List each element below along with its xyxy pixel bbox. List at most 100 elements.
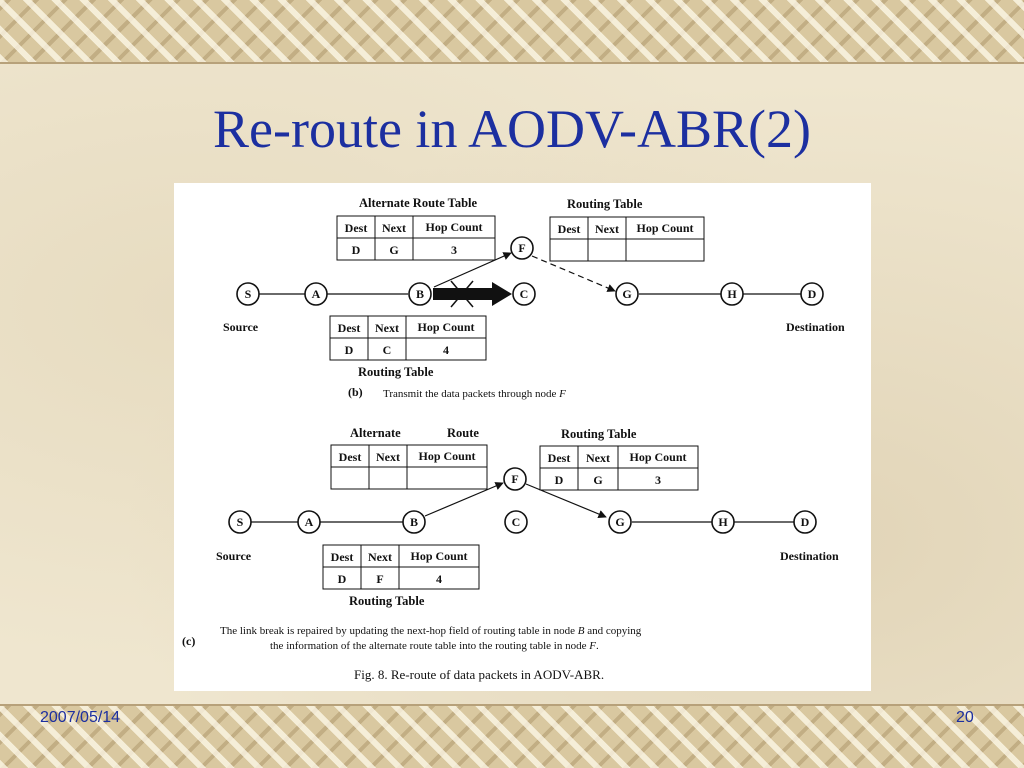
table-header-dest: Dest: [345, 221, 368, 235]
top-decorative-border: [0, 0, 1024, 62]
table-cell: 4: [443, 343, 449, 357]
svg-text:F: F: [518, 241, 525, 255]
table-cell: G: [389, 243, 398, 257]
table-header-next: Next: [376, 450, 400, 464]
svg-text:S: S: [237, 515, 244, 529]
table-cell: D: [345, 343, 354, 357]
node-d: D: [800, 282, 824, 306]
b-b-routing-table-title: Routing Table: [358, 365, 434, 379]
b-alternate-route-table: Dest Next Hop Count D G 3: [336, 215, 496, 261]
table-header-hop-count: Hop Count: [425, 220, 482, 234]
table-header-dest: Dest: [339, 450, 362, 464]
part-b-letter: (b): [348, 385, 363, 399]
svg-text:C: C: [520, 287, 529, 301]
part-c-caption-line-1: The link break is repaired by updating t…: [220, 625, 642, 637]
figure-caption: Fig. 8. Re-route of data packets in AODV…: [354, 667, 604, 682]
c-destination-label: Destination: [780, 549, 839, 563]
b-b-routing-table: Dest Next Hop Count D C 4: [329, 315, 487, 361]
c-b-routing-table: Dest Next Hop Count D F 4: [322, 544, 480, 590]
node-b: B: [408, 282, 432, 306]
footer-date: 2007/05/14: [40, 709, 121, 726]
svg-text:B: B: [410, 515, 418, 529]
c-alternate-title-right: Route: [447, 426, 479, 440]
table-cell: 3: [451, 243, 457, 257]
part-b-caption: Transmit the data packets through node F: [383, 388, 566, 400]
table-header-next: Next: [368, 550, 392, 564]
table-cell: F: [376, 572, 383, 586]
node-b: B: [402, 510, 426, 534]
c-b-routing-table-title: Routing Table: [349, 594, 425, 608]
svg-text:D: D: [801, 515, 810, 529]
bottom-border-line: [0, 704, 1024, 706]
svg-text:F: F: [511, 472, 518, 486]
link-b-f-arrow: [433, 252, 512, 288]
b-alternate-route-table-title: Alternate Route Table: [359, 196, 478, 210]
table-header-dest: Dest: [558, 222, 581, 236]
node-h: H: [720, 282, 744, 306]
table-header-next: Next: [382, 221, 406, 235]
table-header-next: Next: [595, 222, 619, 236]
b-destination-label: Destination: [786, 320, 845, 334]
svg-text:H: H: [727, 287, 737, 301]
node-f: F: [503, 467, 527, 491]
node-c: C: [512, 282, 536, 306]
part-c-letter: (c): [182, 634, 195, 648]
node-a: A: [297, 510, 321, 534]
b-f-routing-table: Dest Next Hop Count: [549, 216, 705, 262]
table-header-dest: Dest: [548, 451, 571, 465]
svg-text:H: H: [718, 515, 728, 529]
node-g: G: [608, 510, 632, 534]
table-header-hop-count: Hop Count: [629, 450, 686, 464]
c-source-label: Source: [216, 549, 252, 563]
part-c-caption-line-2: the information of the alternate route t…: [270, 640, 599, 652]
svg-text:A: A: [305, 515, 314, 529]
table-cell: D: [352, 243, 361, 257]
part-c-diagram: Alternate Route Dest Next Hop Count Rout…: [182, 426, 839, 682]
svg-text:B: B: [416, 287, 424, 301]
link-b-f-arrow: [424, 482, 504, 517]
table-header-dest: Dest: [338, 321, 361, 335]
node-f: F: [510, 236, 534, 260]
c-f-routing-table: Dest Next Hop Count D G 3: [539, 445, 699, 491]
node-s: S: [228, 510, 252, 534]
slide-title: Re-route in AODV-ABR(2): [213, 99, 811, 159]
node-c: C: [504, 510, 528, 534]
link-f-g-arrow: [525, 483, 607, 518]
svg-text:G: G: [622, 287, 631, 301]
part-b-diagram: Alternate Route Table Dest Next Hop Coun…: [223, 196, 845, 400]
table-header-hop-count: Hop Count: [410, 549, 467, 563]
table-header-next: Next: [375, 321, 399, 335]
svg-text:G: G: [615, 515, 624, 529]
table-header-hop-count: Hop Count: [417, 320, 474, 334]
b-source-label: Source: [223, 320, 259, 334]
table-header-hop-count: Hop Count: [636, 221, 693, 235]
table-cell: G: [593, 473, 602, 487]
table-cell: D: [338, 572, 347, 586]
node-s: S: [236, 282, 260, 306]
table-header-dest: Dest: [331, 550, 354, 564]
bottom-decorative-border: [0, 706, 1024, 768]
node-d: D: [793, 510, 817, 534]
footer-page-number: 20: [956, 709, 974, 726]
c-alternate-route-table: Dest Next Hop Count: [330, 444, 488, 490]
svg-text:C: C: [512, 515, 521, 529]
table-cell: 4: [436, 572, 442, 586]
link-f-g-dashed-arrow: [531, 255, 616, 292]
broken-link-b-c: [433, 280, 512, 308]
table-cell: 3: [655, 473, 661, 487]
node-h: H: [711, 510, 735, 534]
table-header-next: Next: [586, 451, 610, 465]
svg-text:A: A: [312, 287, 321, 301]
c-f-routing-table-title: Routing Table: [561, 427, 637, 441]
node-g: G: [615, 282, 639, 306]
svg-text:S: S: [245, 287, 252, 301]
table-cell: D: [555, 473, 564, 487]
table-cell: C: [383, 343, 392, 357]
aodv-abr-diagram: Alternate Route Table Dest Next Hop Coun…: [182, 196, 845, 682]
figure-panel: Alternate Route Table Dest Next Hop Coun…: [174, 183, 871, 691]
table-header-hop-count: Hop Count: [418, 449, 475, 463]
svg-text:D: D: [808, 287, 817, 301]
top-border-line: [0, 62, 1024, 64]
node-a: A: [304, 282, 328, 306]
c-alternate-title-left: Alternate: [350, 426, 401, 440]
